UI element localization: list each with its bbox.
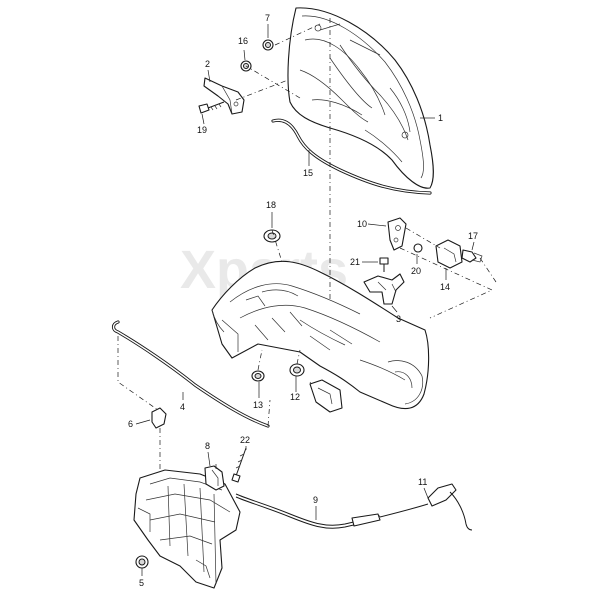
callout-5: 5 [139, 578, 144, 588]
callout-3: 3 [396, 314, 401, 324]
hood-lock [363, 273, 405, 305]
clip-5 [135, 555, 149, 569]
hood-hinge [203, 77, 245, 115]
lock-bracket-14 [435, 239, 463, 269]
callout-19: 19 [197, 125, 207, 135]
callout-14: 14 [440, 282, 450, 292]
callout-10: 10 [357, 219, 367, 229]
hood-seal-strip [271, 118, 432, 195]
callout-6: 6 [128, 419, 133, 429]
callout-2: 2 [205, 59, 210, 69]
body-front-structure [211, 260, 430, 413]
bolt-22 [231, 447, 247, 483]
callout-16: 16 [238, 36, 248, 46]
buffer-12 [289, 363, 305, 377]
hinge-bolt [198, 101, 225, 114]
callout-numbers: 1 2 3 4 5 6 7 8 9 10 11 12 13 14 15 16 1… [128, 13, 478, 588]
buffer-13 [251, 370, 265, 382]
hood-panel [287, 7, 434, 189]
callout-11: 11 [418, 477, 427, 487]
callout-18: 18 [266, 200, 276, 210]
callout-7: 7 [265, 13, 270, 23]
callout-17: 17 [468, 231, 478, 241]
callout-20: 20 [411, 266, 421, 276]
clip-20 [413, 243, 423, 253]
callout-13: 13 [253, 400, 263, 410]
callout-21: 21 [350, 257, 360, 267]
rod-holder [151, 407, 167, 429]
buffer-7 [262, 39, 274, 51]
release-lever [204, 465, 225, 491]
lock-bracket-10 [387, 217, 407, 251]
screw-21 [379, 257, 389, 272]
lock-carrier [133, 469, 241, 589]
release-cable [235, 493, 381, 529]
callout-1: 1 [438, 113, 443, 123]
callout-9: 9 [313, 495, 318, 505]
callout-22: 22 [240, 435, 250, 445]
assembly-lines [117, 18, 497, 470]
release-handle [379, 483, 473, 531]
prop-rod [111, 320, 270, 428]
leader-lines [135, 24, 475, 576]
callout-4: 4 [180, 402, 185, 412]
grommet-18 [263, 229, 281, 243]
stop-pin [461, 249, 483, 263]
callout-8: 8 [205, 441, 210, 451]
callout-12: 12 [290, 392, 300, 402]
callout-15: 15 [303, 168, 313, 178]
